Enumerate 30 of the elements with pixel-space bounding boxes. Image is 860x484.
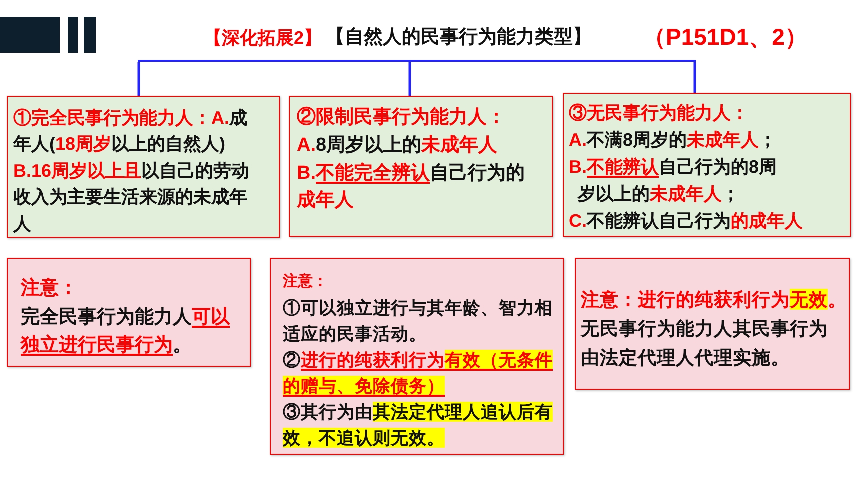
box-text: ①完全民事行为能力人：A.成年人(18周岁以上的自然人) bbox=[14, 106, 248, 156]
note-box bbox=[575, 258, 850, 390]
info-box bbox=[563, 93, 851, 237]
note-box bbox=[7, 258, 251, 367]
list-item: A.8周岁以上的未成年人 bbox=[297, 134, 498, 158]
section-tag: 【深化拓展2】 bbox=[204, 27, 322, 49]
note-text: 无民事行为能力人其民事行为由法定代理人代理实施。 bbox=[581, 316, 829, 370]
info-box bbox=[289, 96, 553, 237]
list-item: B.不能完全辨认自己行为的 成年人 bbox=[297, 162, 526, 214]
list-item: ①可以独立进行与其年龄、智力相适应的民事活动。 bbox=[283, 297, 554, 346]
note-text: 完全民事行为能力人可以独立进行民事行为。 bbox=[21, 306, 232, 358]
note-heading: 注意： bbox=[21, 276, 78, 301]
list-item: A.不满8周岁的未成年人； bbox=[569, 129, 778, 152]
note-text: 注意：进行的纯获利行为无效。 bbox=[581, 288, 843, 312]
title-text: 【自然人的民事行为能力类型】 bbox=[326, 27, 592, 49]
connector-line bbox=[694, 62, 696, 93]
list-item: C.不能辨认自己行为的成年人 bbox=[569, 210, 803, 233]
box-heading: ②限制民事行为能力人： bbox=[297, 106, 506, 130]
connector-line bbox=[138, 62, 140, 96]
list-item: B.不能辨认自己行为的8周岁以上的未成年人； bbox=[569, 156, 778, 206]
box-heading: ③无民事行为能力人： bbox=[569, 102, 749, 125]
page-reference: （P151D1、2） bbox=[643, 23, 808, 51]
box-text: B.16周岁以上且以自己的劳动收入为主要生活来源的未成年人 bbox=[14, 160, 251, 236]
info-box bbox=[7, 96, 280, 238]
bus-bar bbox=[138, 60, 696, 62]
connector-line bbox=[408, 62, 412, 96]
list-item: ②进行的纯获利行为有效（无条件的赠与、免除债务） bbox=[283, 349, 554, 398]
list-item: ③其行为由其法定代理人追认后有效，不追认则无效。 bbox=[283, 401, 554, 450]
note-box bbox=[270, 258, 564, 455]
note-heading: 注意： bbox=[283, 272, 328, 292]
